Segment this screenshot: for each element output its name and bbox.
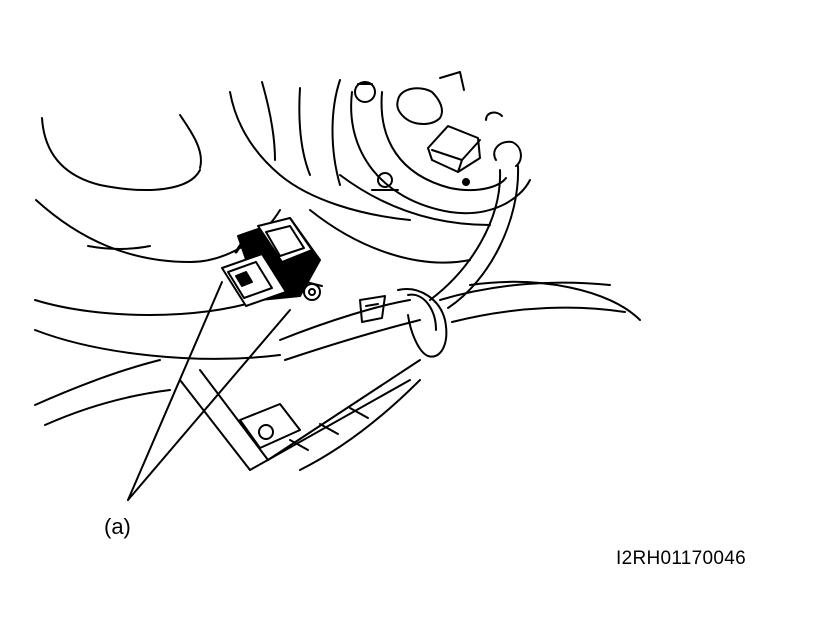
callout-leaders bbox=[127, 281, 291, 501]
bracket-rail bbox=[179, 359, 421, 471]
callout-label-a: (a) bbox=[104, 514, 131, 539]
fuel-hose bbox=[279, 140, 641, 361]
sensor-unit bbox=[221, 217, 323, 307]
pump-assembly bbox=[339, 71, 531, 226]
body-panel-lines bbox=[34, 79, 471, 426]
figure-id: I2RH01170046 bbox=[616, 548, 747, 569]
